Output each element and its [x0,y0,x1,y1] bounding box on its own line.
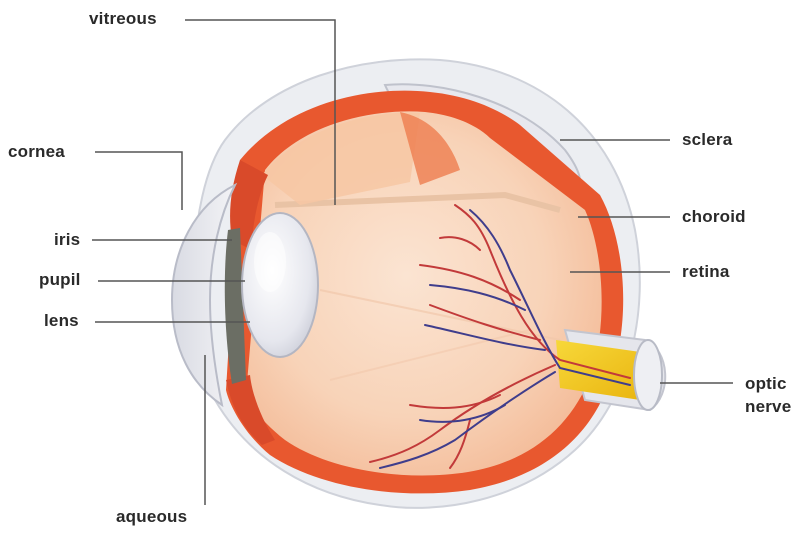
label-vitreous: vitreous [89,9,157,29]
label-nerve: nerve [745,395,791,418]
label-aqueous: aqueous [116,507,187,527]
label-sclera: sclera [682,130,732,150]
label-iris: iris [54,230,80,250]
label-cornea: cornea [8,142,65,162]
label-lens: lens [44,311,79,331]
label-optic: optic [745,372,791,395]
lens-highlight [254,232,286,292]
optic-nerve-end [634,340,662,410]
label-pupil: pupil [39,270,81,290]
label-optic-nerve: optic nerve [745,372,791,418]
label-choroid: choroid [682,207,746,227]
leader-cornea [95,152,182,210]
label-retina: retina [682,262,730,282]
